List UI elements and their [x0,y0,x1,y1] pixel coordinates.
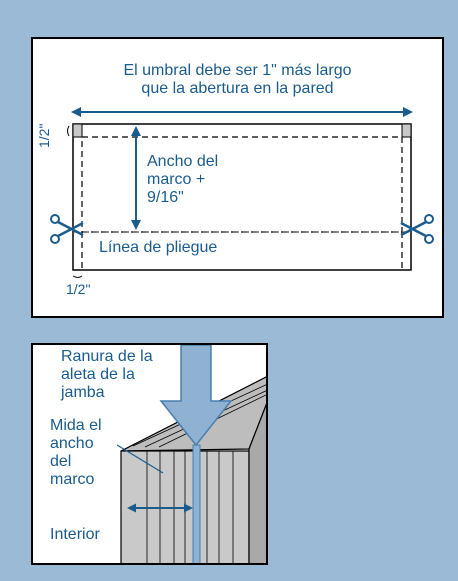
fold-line-label: Línea de pliegue [99,239,218,256]
sill-diagram-panel: El umbral debe ser 1" más largo que la a… [31,37,444,318]
sill-title-line2: que la abertura en la pared [141,80,334,97]
jamb-diagram-panel: Ranura de la aleta de la jamba Mida el a… [31,343,268,565]
board-side [248,403,266,563]
interior-label: Interior [50,526,100,543]
sill-title-line1: El umbral debe ser 1" más largo [123,62,352,79]
sill-diagram-drawing [50,107,434,278]
measure-pointer [116,444,164,474]
slot-label-line2: aleta de la [61,366,135,383]
measure-label-line3: del [50,453,72,470]
scissors-icon [50,214,84,244]
jamb-diagram-drawing [116,345,266,563]
margin-bottom-bracket [72,275,83,278]
measure-label-line2: ancho [50,435,94,452]
frame-width-line1: Ancho del [147,153,219,170]
slot-label-line3: jamba [61,384,105,401]
slot-arrow [159,345,233,447]
measure-label-line1: Mida el [50,417,102,434]
slot-label-line1: Ranura de la [61,348,153,365]
sill-outline [72,123,412,271]
margin-top-label: 1/2" [36,123,52,148]
cut-line-rect [81,136,403,233]
scissors-icon [400,214,434,244]
margin-bottom-label: 1/2" [66,281,91,297]
frame-width-line3: 9/16" [147,189,184,206]
measure-label-line4: marco [50,471,95,488]
frame-width-line2: marco + [147,171,206,188]
corner-tab-right [401,123,412,138]
margin-top-bracket [67,125,70,137]
corner-tab-left [72,123,83,138]
jamb-flange-slot [192,444,201,563]
